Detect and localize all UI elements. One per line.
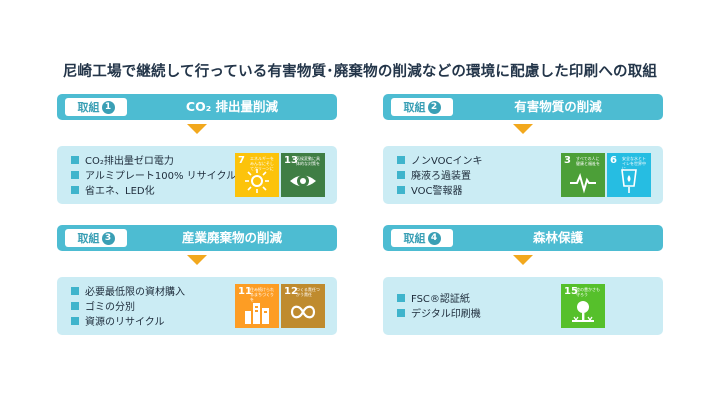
down-arrow-icon bbox=[187, 124, 207, 134]
city-icon bbox=[245, 303, 269, 324]
list-item: 廃液ろ過装置 bbox=[397, 167, 483, 182]
initiative-block-1: 取組 1 CO₂ 排出量削減 CO₂排出量ゼロ電力 アルミプレート100% リサ… bbox=[57, 94, 337, 204]
initiative-block-3: 取組 3 産業廃棄物の削減 必要最低限の資材購入 ゴミの分別 資源のリサイクル … bbox=[57, 225, 337, 335]
initiative-block-4: 取組 4 森林保護 FSC®認証紙 デジタル印刷機 15 陸の豊かさも守ろう bbox=[383, 225, 663, 335]
bullet-square-icon bbox=[71, 185, 79, 194]
item-list: CO₂排出量ゼロ電力 アルミプレート100% リサイクル 省エネ、LED化 bbox=[71, 152, 236, 197]
bullet-square-icon bbox=[71, 286, 79, 295]
tag-number: 1 bbox=[101, 100, 115, 114]
list-item: 資源のリサイクル bbox=[71, 313, 185, 328]
tag-number: 4 bbox=[427, 231, 441, 245]
bullet-square-icon bbox=[397, 170, 405, 179]
list-item: VOC警報器 bbox=[397, 182, 483, 197]
tag-label: 取組 bbox=[77, 101, 100, 114]
tree-icon bbox=[572, 301, 594, 322]
item-list: FSC®認証紙 デジタル印刷機 bbox=[397, 290, 481, 320]
sdg-12-icon: 12 つくる責任つかう責任 bbox=[281, 284, 325, 328]
block-title: 産業廃棄物の削減 bbox=[181, 230, 282, 245]
block-body: FSC®認証紙 デジタル印刷機 15 陸の豊かさも守ろう bbox=[383, 277, 663, 335]
list-item: ゴミの分別 bbox=[71, 298, 185, 313]
eye-icon bbox=[290, 175, 316, 187]
sdg-6-icon: 6 安全な水とトイレを世界中に bbox=[607, 153, 651, 197]
list-item: デジタル印刷機 bbox=[397, 305, 481, 320]
item-list: 必要最低限の資材購入 ゴミの分別 資源のリサイクル bbox=[71, 283, 185, 328]
item-list: ノンVOCインキ 廃液ろ過装置 VOC警報器 bbox=[397, 152, 483, 197]
initiative-tag: 取組 3 bbox=[65, 229, 127, 247]
down-arrow-icon bbox=[513, 255, 533, 265]
sdg-icons: 7 エネルギーをみんなにそしてクリーンに 13 気候変動に具体的な対策を bbox=[235, 153, 325, 197]
block-title: 森林保護 bbox=[532, 230, 583, 245]
block-title: CO₂ 排出量削減 bbox=[185, 99, 279, 114]
sdg-11-icon: 11 住み続けられるまちづくりを bbox=[235, 284, 279, 328]
sdg-13-icon: 13 気候変動に具体的な対策を bbox=[281, 153, 325, 197]
block-body: 必要最低限の資材購入 ゴミの分別 資源のリサイクル 11 住み続けられるまちづく… bbox=[57, 277, 337, 335]
tag-label: 取組 bbox=[403, 101, 426, 114]
tag-number: 3 bbox=[101, 231, 115, 245]
sdg-15-icon: 15 陸の豊かさも守ろう bbox=[561, 284, 605, 328]
water-icon bbox=[621, 169, 637, 193]
heartbeat-icon bbox=[570, 173, 596, 194]
initiative-tag: 取組 2 bbox=[391, 98, 453, 116]
sdg-7-icon: 7 エネルギーをみんなにそしてクリーンに bbox=[235, 153, 279, 197]
bullet-square-icon bbox=[71, 301, 79, 310]
block-body: ノンVOCインキ 廃液ろ過装置 VOC警報器 3 すべての人に健康と福祉を 6 … bbox=[383, 146, 663, 204]
sdg-icons: 3 すべての人に健康と福祉を 6 安全な水とトイレを世界中に bbox=[561, 153, 651, 197]
block-header: 取組 3 産業廃棄物の削減 bbox=[57, 225, 337, 251]
sdg-icons: 15 陸の豊かさも守ろう bbox=[561, 284, 605, 328]
bullet-square-icon bbox=[71, 316, 79, 325]
tag-number: 2 bbox=[427, 100, 441, 114]
down-arrow-icon bbox=[513, 124, 533, 134]
initiative-tag: 取組 4 bbox=[391, 229, 453, 247]
tag-label: 取組 bbox=[403, 232, 426, 245]
bullet-square-icon bbox=[397, 155, 405, 164]
initiative-tag: 取組 1 bbox=[65, 98, 127, 116]
initiative-block-2: 取組 2 有害物質の削減 ノンVOCインキ 廃液ろ過装置 VOC警報器 3 すべ… bbox=[383, 94, 663, 204]
infinity-icon bbox=[290, 305, 316, 319]
list-item: アルミプレート100% リサイクル bbox=[71, 167, 236, 182]
list-item: ノンVOCインキ bbox=[397, 152, 483, 167]
bullet-square-icon bbox=[397, 308, 405, 317]
block-title: 有害物質の削減 bbox=[514, 99, 602, 114]
page-title: 尼崎工場で継続して行っている有害物質･廃棄物の削減などの環境に配慮した印刷への取… bbox=[62, 64, 658, 80]
bullet-square-icon bbox=[397, 293, 405, 302]
sdg-icons: 11 住み続けられるまちづくりを 12 つくる責任つかう責任 bbox=[235, 284, 325, 328]
tag-label: 取組 bbox=[77, 232, 100, 245]
list-item: CO₂排出量ゼロ電力 bbox=[71, 152, 236, 167]
list-item: 必要最低限の資材購入 bbox=[71, 283, 185, 298]
list-item: FSC®認証紙 bbox=[397, 290, 481, 305]
sdg-3-icon: 3 すべての人に健康と福祉を bbox=[561, 153, 605, 197]
sun-icon bbox=[245, 169, 269, 193]
bullet-square-icon bbox=[397, 185, 405, 194]
bullet-square-icon bbox=[71, 170, 79, 179]
block-header: 取組 4 森林保護 bbox=[383, 225, 663, 251]
list-item: 省エネ、LED化 bbox=[71, 182, 236, 197]
block-body: CO₂排出量ゼロ電力 アルミプレート100% リサイクル 省エネ、LED化 7 … bbox=[57, 146, 337, 204]
down-arrow-icon bbox=[187, 255, 207, 265]
bullet-square-icon bbox=[71, 155, 79, 164]
block-header: 取組 2 有害物質の削減 bbox=[383, 94, 663, 120]
block-header: 取組 1 CO₂ 排出量削減 bbox=[57, 94, 337, 120]
